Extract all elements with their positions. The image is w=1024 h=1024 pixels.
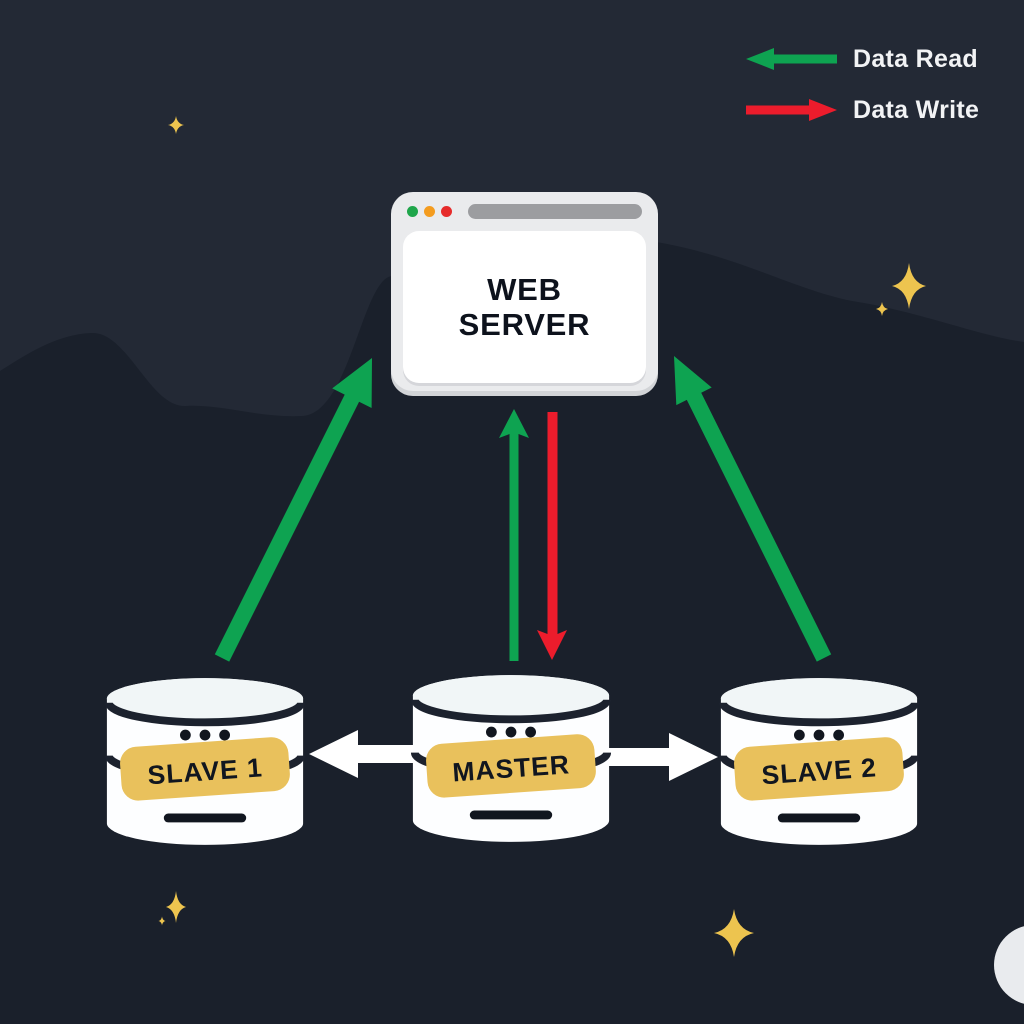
legend-item-data-read: Data Read [744,44,979,74]
data-read-arrow-shape [746,48,837,70]
sparkle-icon [158,916,166,926]
read-arrow-slave1-to-webserver [214,358,372,662]
cylinder-base-slot [163,813,247,823]
sparkle-icon [168,116,184,134]
traffic-light-green-icon [407,206,418,217]
legend-label-data-read: Data Read [853,44,978,73]
address-bar [468,204,642,219]
cylinder-dot [793,729,805,741]
edge-circle-decoration [994,926,1024,1004]
traffic-light-orange-icon [424,206,435,217]
cylinder-dot [505,726,517,738]
cylinder-band-1 [410,698,612,724]
cylinder-dot [833,729,845,741]
browser-titlebar [391,192,658,231]
cylinder-dot [179,729,191,741]
cylinder-base-slot [777,813,861,823]
traffic-light-red-icon [441,206,452,217]
cylinder-dot [219,729,231,741]
db-name-plate: MASTER [426,734,596,798]
database-slave2: SLAVE 2 [716,678,922,850]
legend-label-data-write: Data Write [853,95,980,124]
database-master: MASTER [408,675,614,847]
legend-item-data-write: Data Write [744,95,979,125]
data-read-arrow-icon [746,48,837,70]
replication-arrow-master-to-slave2 [599,733,718,781]
sparkle-icon [892,263,926,309]
cylinder-top [412,675,610,717]
sparkle-icon [166,891,186,923]
cylinder-base-slot [469,810,553,820]
web-server-label: WEB SERVER [458,271,591,342]
replication-arrow-master-to-slave1 [309,730,428,778]
data-write-arrow-shape [746,99,837,121]
legend: Data Read Data Write [744,44,979,125]
cylinder-top [106,678,304,720]
web-server-node: WEB SERVER [391,192,658,396]
db-name-plate: SLAVE 2 [734,737,904,801]
cylinder-top [720,678,918,720]
db-name-plate-bg [426,734,596,798]
browser-content-panel: WEB SERVER [403,231,646,383]
sparkle-icon [876,302,888,316]
read-arrow-slave2-to-webserver [674,356,832,662]
cylinder-dot [485,726,497,738]
db-name-plate-bg [734,737,904,801]
cylinder-dot [525,726,537,738]
database-cylinder-icon: MASTER [410,675,612,842]
read-arrow-master-to-webserver [499,409,529,661]
cylinder-band-1 [718,701,920,727]
database-cylinder-icon: SLAVE 1 [104,678,306,845]
cylinder-dot [199,729,211,741]
database-slave1: SLAVE 1 [102,678,308,850]
data-write-arrow-icon [746,99,837,121]
sparkle-icon [714,909,754,957]
db-name-plate-bg [120,737,290,801]
cylinder-dot [813,729,825,741]
cylinder-band-1 [104,701,306,727]
db-name-plate: SLAVE 1 [120,737,290,801]
database-cylinder-icon: SLAVE 2 [718,678,920,845]
write-arrow-webserver-to-master [537,412,567,660]
